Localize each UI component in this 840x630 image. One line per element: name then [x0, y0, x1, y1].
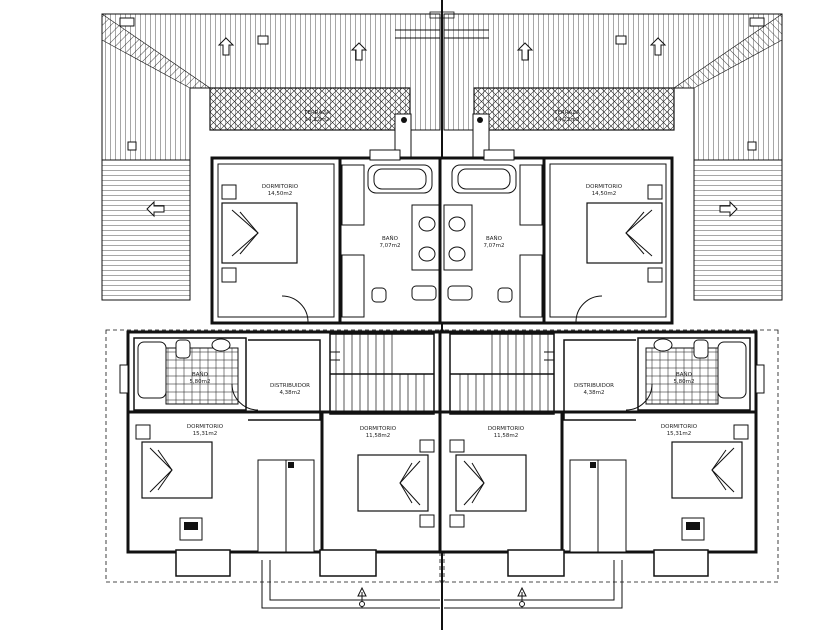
- left-hall-name: DISTRIBUIDOR: [270, 383, 310, 389]
- right-bedroom-left-area: 11,58m2: [494, 433, 519, 439]
- left-bedroom-left-area: 15,31m2: [193, 431, 218, 437]
- left-bedroom-right-area: 11,58m2: [366, 433, 391, 439]
- right-top-bedroom-area: 14,50m2: [592, 191, 617, 197]
- right-terrace-name: TERRAZA: [553, 110, 580, 116]
- right-top-bath-name: BAÑO: [486, 235, 503, 242]
- right-side-bath-name: BAÑO: [676, 371, 693, 378]
- right-bedroom-right-area: 15,31m2: [667, 431, 692, 437]
- right-hall-name: DISTRIBUIDOR: [574, 383, 614, 389]
- right-bedroom-left-name: DORMITORIO: [488, 426, 525, 432]
- left-side-bath-area: 5,80m2: [189, 379, 210, 385]
- left-bedroom-left-name: DORMITORIO: [187, 424, 224, 430]
- left-bedroom-right-name: DORMITORIO: [360, 426, 397, 432]
- left-top-bath-area: 7,07m2: [379, 243, 400, 249]
- right-terrace-area: 14,22m2: [555, 117, 580, 123]
- right-side-bath-area: 5,80m2: [673, 379, 694, 385]
- right-bedroom-right-name: DORMITORIO: [661, 424, 698, 430]
- left-top-bath-name: BAÑO: [382, 235, 399, 242]
- left-top-bedroom-area: 14,50m2: [268, 191, 293, 197]
- right-hall-area: 4,38m2: [583, 390, 604, 396]
- left-top-bedroom-name: DORMITORIO: [262, 184, 299, 190]
- left-terrace-name: TERRAZA: [303, 110, 330, 116]
- left-side-bath-name: BAÑO: [192, 371, 209, 378]
- right-top-bath-area: 7,07m2: [483, 243, 504, 249]
- left-hall-area: 4,38m2: [279, 390, 300, 396]
- left-terrace-area: 14,22m2: [305, 117, 330, 123]
- right-top-bedroom-name: DORMITORIO: [586, 184, 623, 190]
